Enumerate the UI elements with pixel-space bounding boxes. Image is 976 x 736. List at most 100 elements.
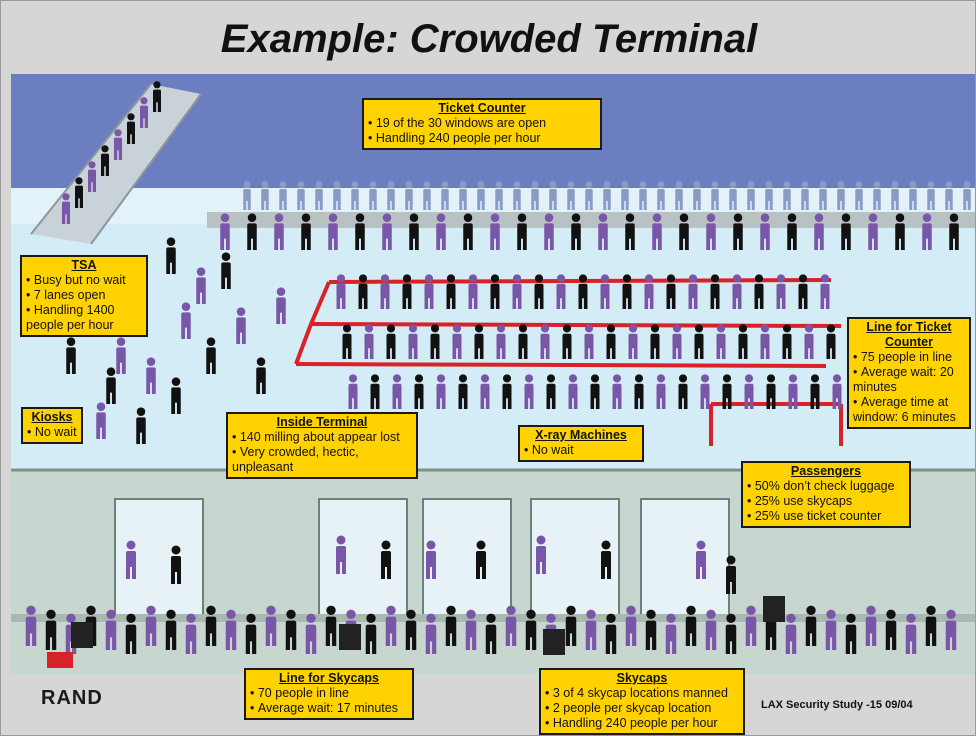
person-pictogram [531,181,539,210]
person-pictogram [665,613,677,654]
person-pictogram [88,161,96,192]
person-pictogram [445,605,457,646]
skycap-door-2 [318,498,408,620]
people-crowd [25,81,971,654]
person-pictogram [765,181,773,210]
person-pictogram [436,374,446,409]
person-pictogram [621,181,629,210]
person-pictogram [348,374,358,409]
person-pictogram [650,324,660,359]
person-pictogram [62,193,70,224]
person-pictogram [603,181,611,210]
person-pictogram [517,213,527,250]
person-pictogram [490,213,500,250]
person-pictogram [408,324,418,359]
person-pictogram [798,274,808,309]
person-pictogram [247,213,257,250]
person-pictogram [414,374,424,409]
person-pictogram [688,274,698,309]
person-pictogram [738,324,748,359]
person-pictogram [625,213,635,250]
footer-study-label: LAX Security Study -15 09/04 [761,699,913,711]
person-pictogram [565,605,577,646]
person-pictogram [625,605,637,646]
person-pictogram [754,274,764,309]
person-pictogram [693,181,701,210]
person-pictogram [639,181,647,210]
person-pictogram [783,181,791,210]
luggage-cart [339,624,361,650]
person-pictogram [652,213,662,250]
person-pictogram [534,274,544,309]
person-pictogram [895,213,905,250]
person-pictogram [452,324,462,359]
slide-title: Example: Crowded Terminal [220,17,758,61]
person-pictogram [315,181,323,210]
person-pictogram [819,181,827,210]
person-pictogram [225,609,237,650]
person-pictogram [744,374,754,409]
person-pictogram [153,81,161,112]
person-pictogram [221,252,231,289]
person-pictogram [760,324,770,359]
luggage-cart [543,629,565,655]
person-pictogram [114,129,122,160]
person-pictogram [265,605,277,646]
person-pictogram [358,274,368,309]
person-pictogram [25,605,37,646]
person-pictogram [279,181,287,210]
person-pictogram [590,374,600,409]
person-pictogram [465,609,477,650]
person-pictogram [925,605,937,646]
luggage-cart [71,622,93,648]
person-pictogram [885,609,897,650]
person-pictogram [711,181,719,210]
person-pictogram [745,605,757,646]
person-pictogram [710,274,720,309]
person-pictogram [927,181,935,210]
person-pictogram [126,540,136,579]
person-pictogram [185,613,197,654]
person-pictogram [392,374,402,409]
queue-rail [295,362,827,368]
person-pictogram [873,181,881,210]
callout-line-for-skycaps: Line for Skycaps 70 people in line Avera… [244,668,414,720]
person-pictogram [256,357,266,394]
person-pictogram [905,613,917,654]
person-pictogram [365,613,377,654]
person-pictogram [605,613,617,654]
person-pictogram [140,97,148,128]
person-pictogram [584,324,594,359]
person-pictogram [381,540,391,579]
person-pictogram [485,613,497,654]
person-pictogram [826,324,836,359]
person-pictogram [945,609,957,650]
person-pictogram [685,605,697,646]
ticket-counter-desk [207,212,975,228]
person-pictogram [305,613,317,654]
person-pictogram [805,605,817,646]
person-pictogram [601,540,611,579]
person-pictogram [502,374,512,409]
person-pictogram [45,609,57,650]
person-pictogram [105,609,117,650]
person-pictogram [171,545,181,584]
person-pictogram [782,324,792,359]
person-pictogram [578,274,588,309]
person-pictogram [634,374,644,409]
person-pictogram [645,609,657,650]
callout-kiosks: Kiosks No wait [21,407,83,444]
person-pictogram [171,377,181,414]
person-pictogram [476,540,486,579]
person-pictogram [546,374,556,409]
terminal-illustration [11,74,975,674]
person-pictogram [243,181,251,210]
person-pictogram [426,540,436,579]
person-pictogram [622,274,632,309]
person-pictogram [333,181,341,210]
person-pictogram [814,213,824,250]
person-pictogram [656,374,666,409]
person-pictogram [480,374,490,409]
escalator [31,84,201,244]
